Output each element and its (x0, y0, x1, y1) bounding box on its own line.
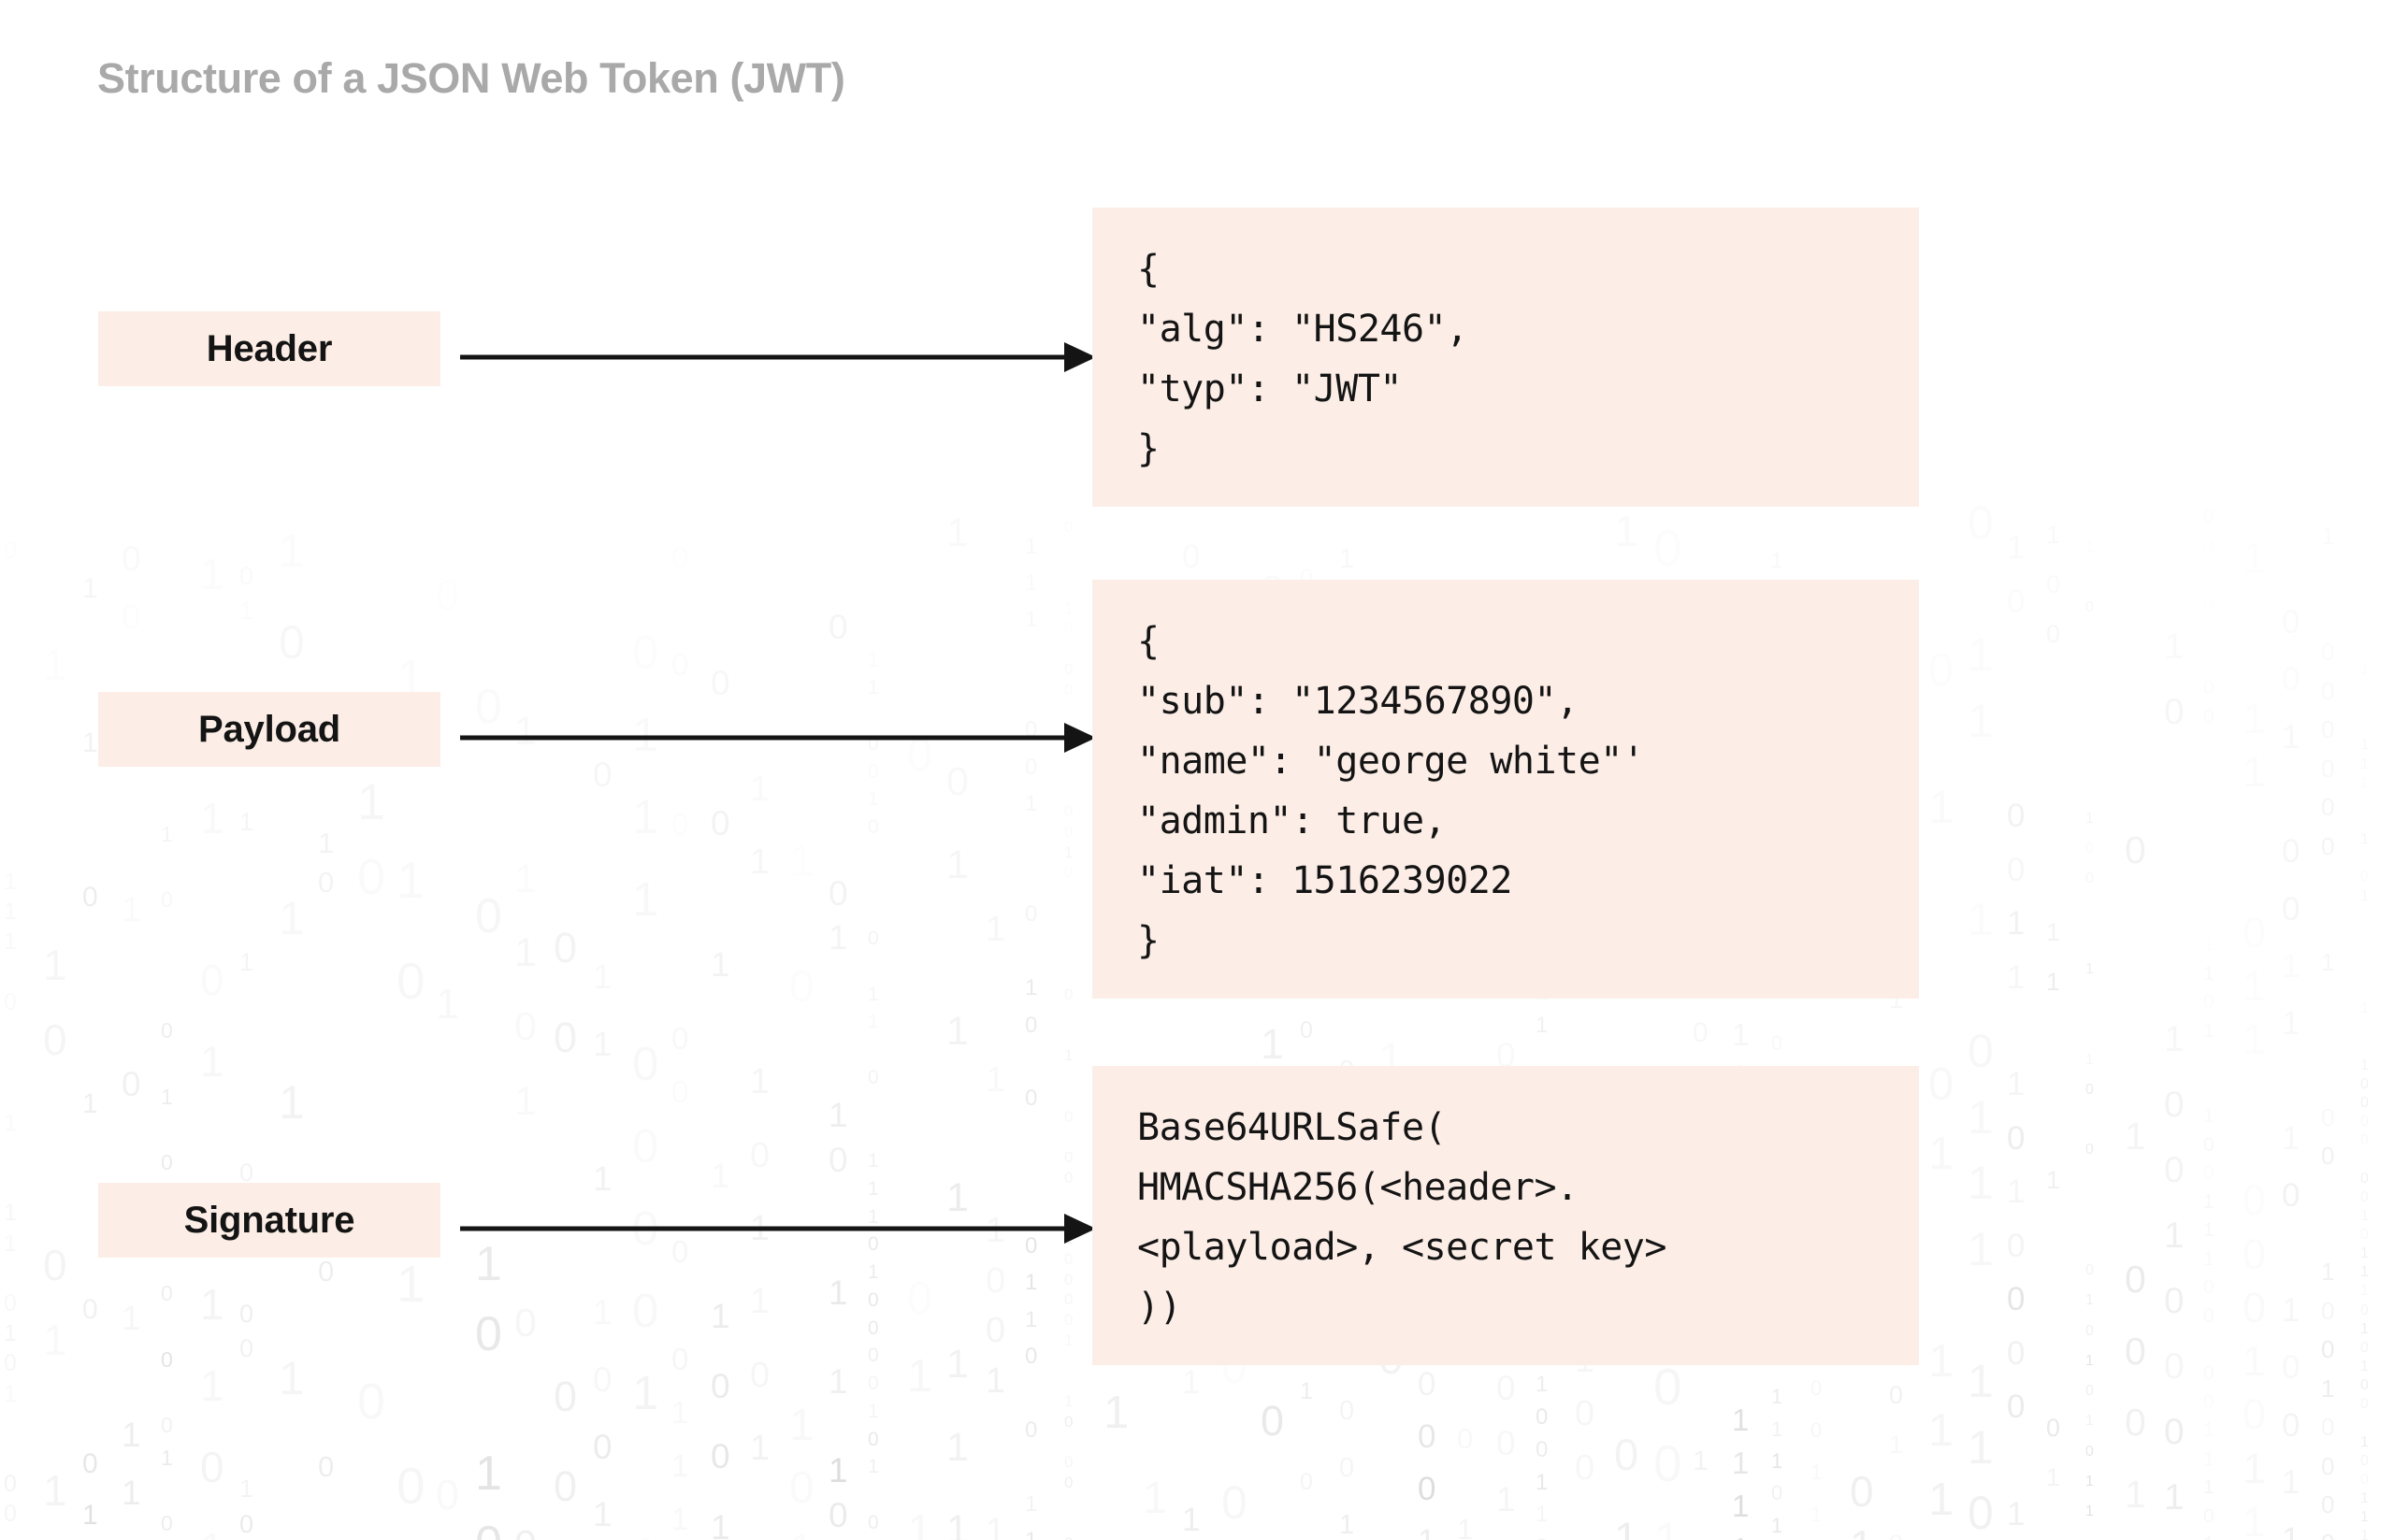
code-line: )) (1137, 1286, 1182, 1329)
code-line: Base64URLSafe( (1137, 1106, 1447, 1149)
arrow-header-to-code (460, 338, 1096, 376)
code-line: { (1137, 248, 1160, 291)
code-line: <playload>, <secret key> (1137, 1226, 1666, 1269)
code-line: "sub": "1234567890", (1137, 680, 1579, 723)
code-block-signature: Base64URLSafe( HMACSHA256(<header>. <pla… (1092, 1066, 1919, 1365)
label-box-payload: Payload (98, 692, 440, 767)
code-line: "iat": 1516239022 (1137, 859, 1512, 902)
code-line: "admin": true, (1137, 799, 1447, 842)
label-box-signature: Signature (98, 1183, 440, 1258)
code-line: "alg": "HS246", (1137, 308, 1468, 351)
arrow-payload-to-code (460, 719, 1096, 756)
arrow-signature-to-code (460, 1210, 1096, 1247)
code-line: "typ": "JWT" (1137, 367, 1402, 410)
code-line: } (1137, 919, 1160, 962)
page-title: Structure of a JSON Web Token (JWT) (97, 54, 845, 102)
code-block-header: { "alg": "HS246", "typ": "JWT" } (1092, 208, 1919, 507)
label-text-payload: Payload (198, 708, 340, 750)
code-line: } (1137, 427, 1160, 470)
code-line: HMACSHA256(<header>. (1137, 1166, 1579, 1209)
label-box-header: Header (98, 311, 440, 386)
label-text-header: Header (206, 327, 333, 369)
code-line: { (1137, 620, 1160, 663)
label-text-signature: Signature (183, 1199, 355, 1241)
code-line: "name": "george white"' (1137, 740, 1645, 783)
code-block-payload: { "sub": "1234567890", "name": "george w… (1092, 580, 1919, 999)
